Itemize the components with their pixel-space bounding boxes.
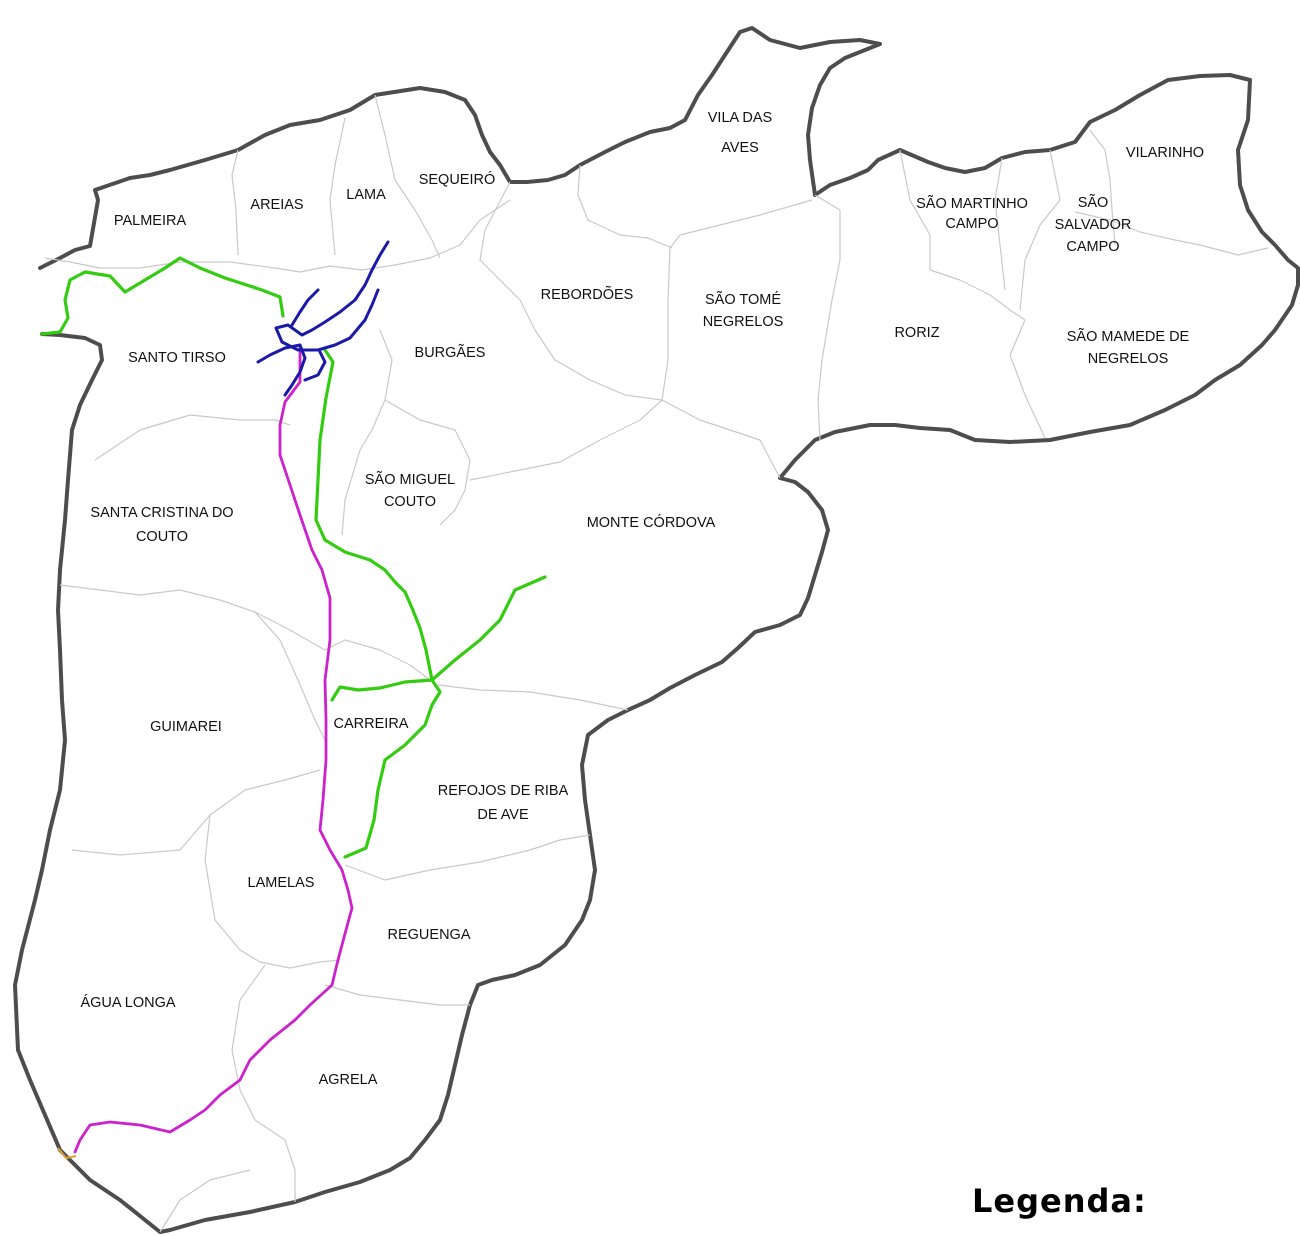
parish-label-line: COUTO <box>384 494 436 510</box>
parish-label-line: MONTE CÓRDOVA <box>587 514 716 531</box>
parish-label-sao-martinho-campo: SÃO MARTINHO CAMPO <box>916 195 1028 232</box>
blue-route <box>256 240 390 397</box>
parish-label-carreira: CARREIRA <box>334 716 409 732</box>
parish-label-line: SÃO <box>1078 194 1109 211</box>
parish-label-line: AREIAS <box>250 197 303 213</box>
parish-label-line: SÃO MAMEDE DE <box>1067 328 1190 345</box>
parish-label-line: SÃO MARTINHO <box>916 195 1028 212</box>
magenta-route <box>73 343 354 1154</box>
parish-label-line: SEQUEIRÓ <box>419 171 496 188</box>
parish-label-lama: LAMA <box>346 187 386 203</box>
parish-label-line: CAMPO <box>1066 239 1119 255</box>
parish-label-line: RORIZ <box>894 325 939 341</box>
parish-label-line: DE AVE <box>477 807 529 823</box>
parish-label-vila-das-aves: VILA DAS AVES <box>708 110 772 156</box>
parish-label-line: REGUENGA <box>388 927 471 943</box>
parish-label-line: NEGRELOS <box>703 314 784 330</box>
parish-label-line: REBORDÕES <box>541 286 634 303</box>
parish-label-rebordoes: REBORDÕES <box>541 286 634 303</box>
parish-label-line: PALMEIRA <box>114 213 187 229</box>
parish-label-areias: AREIAS <box>250 197 303 213</box>
parish-label-refojos-de-riba-de-ave: REFOJOS DE RIBA DE AVE <box>438 783 569 823</box>
parish-label-line: CARREIRA <box>334 716 409 732</box>
parish-label-line: VILA DAS <box>708 110 772 126</box>
orange-marker <box>57 1147 77 1160</box>
parish-label-sao-mamede-de-negrelos: SÃO MAMEDE DE NEGRELOS <box>1067 328 1190 367</box>
parish-label-line: VILARINHO <box>1126 145 1204 161</box>
parish-label-line: LAMELAS <box>248 875 315 891</box>
parish-label-sequeiro: SEQUEIRÓ <box>419 171 496 188</box>
parish-label-agua-longa: ÁGUA LONGA <box>80 994 175 1011</box>
parish-label-line: ÁGUA LONGA <box>80 994 175 1011</box>
parish-label-line: AVES <box>721 140 759 156</box>
parish-label-reguenga: REGUENGA <box>388 927 471 943</box>
municipality-border <box>13 26 1300 1234</box>
parish-boundaries <box>44 94 1269 1233</box>
parish-label-line: COUTO <box>136 529 188 545</box>
parish-label-line: REFOJOS DE RIBA <box>438 783 569 799</box>
parish-label-sao-miguel-couto: SÃO MIGUEL COUTO <box>365 471 455 510</box>
parish-label-guimarei: GUIMAREI <box>150 719 222 735</box>
parish-label-santo-tirso: SANTO TIRSO <box>128 350 226 366</box>
parish-label-line: SANTA CRISTINA DO <box>90 505 233 521</box>
parish-label-monte-cordova: MONTE CÓRDOVA <box>587 514 716 531</box>
parish-label-lamelas: LAMELAS <box>248 875 315 891</box>
parish-label-line: LAMA <box>346 187 386 203</box>
parish-label-sao-salvador-campo: SÃO SALVADOR CAMPO <box>1055 194 1132 255</box>
parish-label-agrela: AGRELA <box>319 1072 378 1088</box>
parish-label-line: SÃO TOMÉ <box>705 291 781 308</box>
parish-label-line: CAMPO <box>945 216 998 232</box>
legend-title: Legenda: <box>972 1182 1147 1220</box>
parish-label-line: GUIMAREI <box>150 719 222 735</box>
parish-label-palmeira: PALMEIRA <box>114 213 187 229</box>
parish-label-roriz: RORIZ <box>894 325 939 341</box>
parish-label-line: SANTO TIRSO <box>128 350 226 366</box>
parish-label-line: NEGRELOS <box>1088 351 1169 367</box>
parish-label-line: SÃO MIGUEL <box>365 471 455 488</box>
parish-label-sao-tome-negrelos: SÃO TOMÉ NEGRELOS <box>703 291 784 330</box>
parish-label-line: AGRELA <box>319 1072 378 1088</box>
parish-label-santa-cristina-do-couto: SANTA CRISTINA DO COUTO <box>90 505 233 545</box>
parish-label-vilarinho: VILARINHO <box>1126 145 1204 161</box>
green-route <box>40 256 547 859</box>
parish-label-line: SALVADOR <box>1055 217 1132 233</box>
parish-label-burgaes: BURGÃES <box>415 344 486 361</box>
parish-label-line: BURGÃES <box>415 344 486 361</box>
